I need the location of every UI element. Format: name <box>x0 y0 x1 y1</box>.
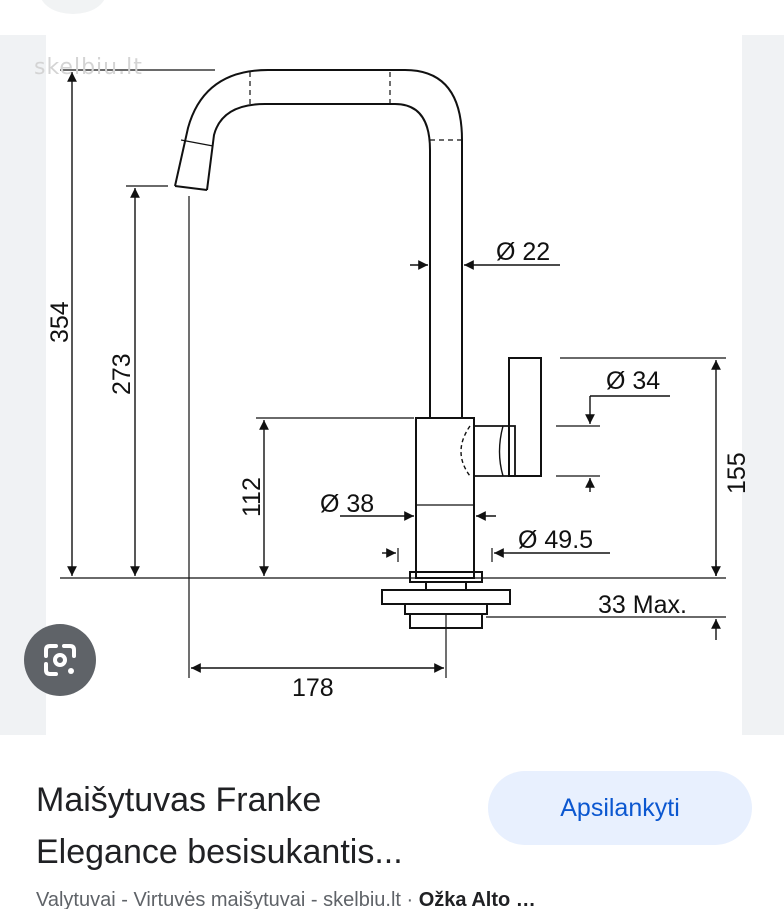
snippet-extra: Ožka Alto … <box>418 889 536 909</box>
dim-reach: 178 <box>292 674 334 702</box>
dim-spout-height: 273 <box>108 353 136 395</box>
dim-body-height: 112 <box>238 477 266 517</box>
dim-lever-diameter: Ø 34 <box>606 367 660 395</box>
dim-spout-diameter: Ø 22 <box>496 238 550 266</box>
watermark: skelbiu.lt <box>34 55 143 80</box>
dim-body-diameter: Ø 38 <box>320 490 374 518</box>
dim-mount-thickness: 33 Max. <box>598 591 687 619</box>
result-title[interactable]: Maišytuvas Franke Elegance besisukantis.… <box>36 774 476 878</box>
spout-inner <box>206 103 431 418</box>
google-lens-icon <box>44 644 76 676</box>
image-frame <box>46 35 742 735</box>
result-title-line1: Maišytuvas Franke <box>36 781 322 819</box>
result-title-line2: Elegance besisukantis... <box>36 833 403 871</box>
google-lens-button[interactable] <box>24 624 96 696</box>
previous-chip-edge <box>40 0 106 14</box>
dim-base-diameter: Ø 49.5 <box>518 526 593 554</box>
result-snippet: Valytuvai - Virtuvės maišytuvai - skelbi… <box>36 889 756 909</box>
spout-outline <box>174 69 463 418</box>
faucet-technical-drawing: 354 273 112 155 Ø 22 Ø 34 Ø 38 Ø 49.5 33… <box>46 69 751 702</box>
lever-outline <box>508 357 542 477</box>
dim-total-height: 354 <box>46 301 74 343</box>
snippet-source: Valytuvai - Virtuvės maišytuvai - skelbi… <box>36 889 414 909</box>
dim-lever-height: 155 <box>723 452 751 494</box>
body-outline <box>415 417 475 579</box>
visit-button[interactable]: Apsilankyti <box>488 771 752 845</box>
